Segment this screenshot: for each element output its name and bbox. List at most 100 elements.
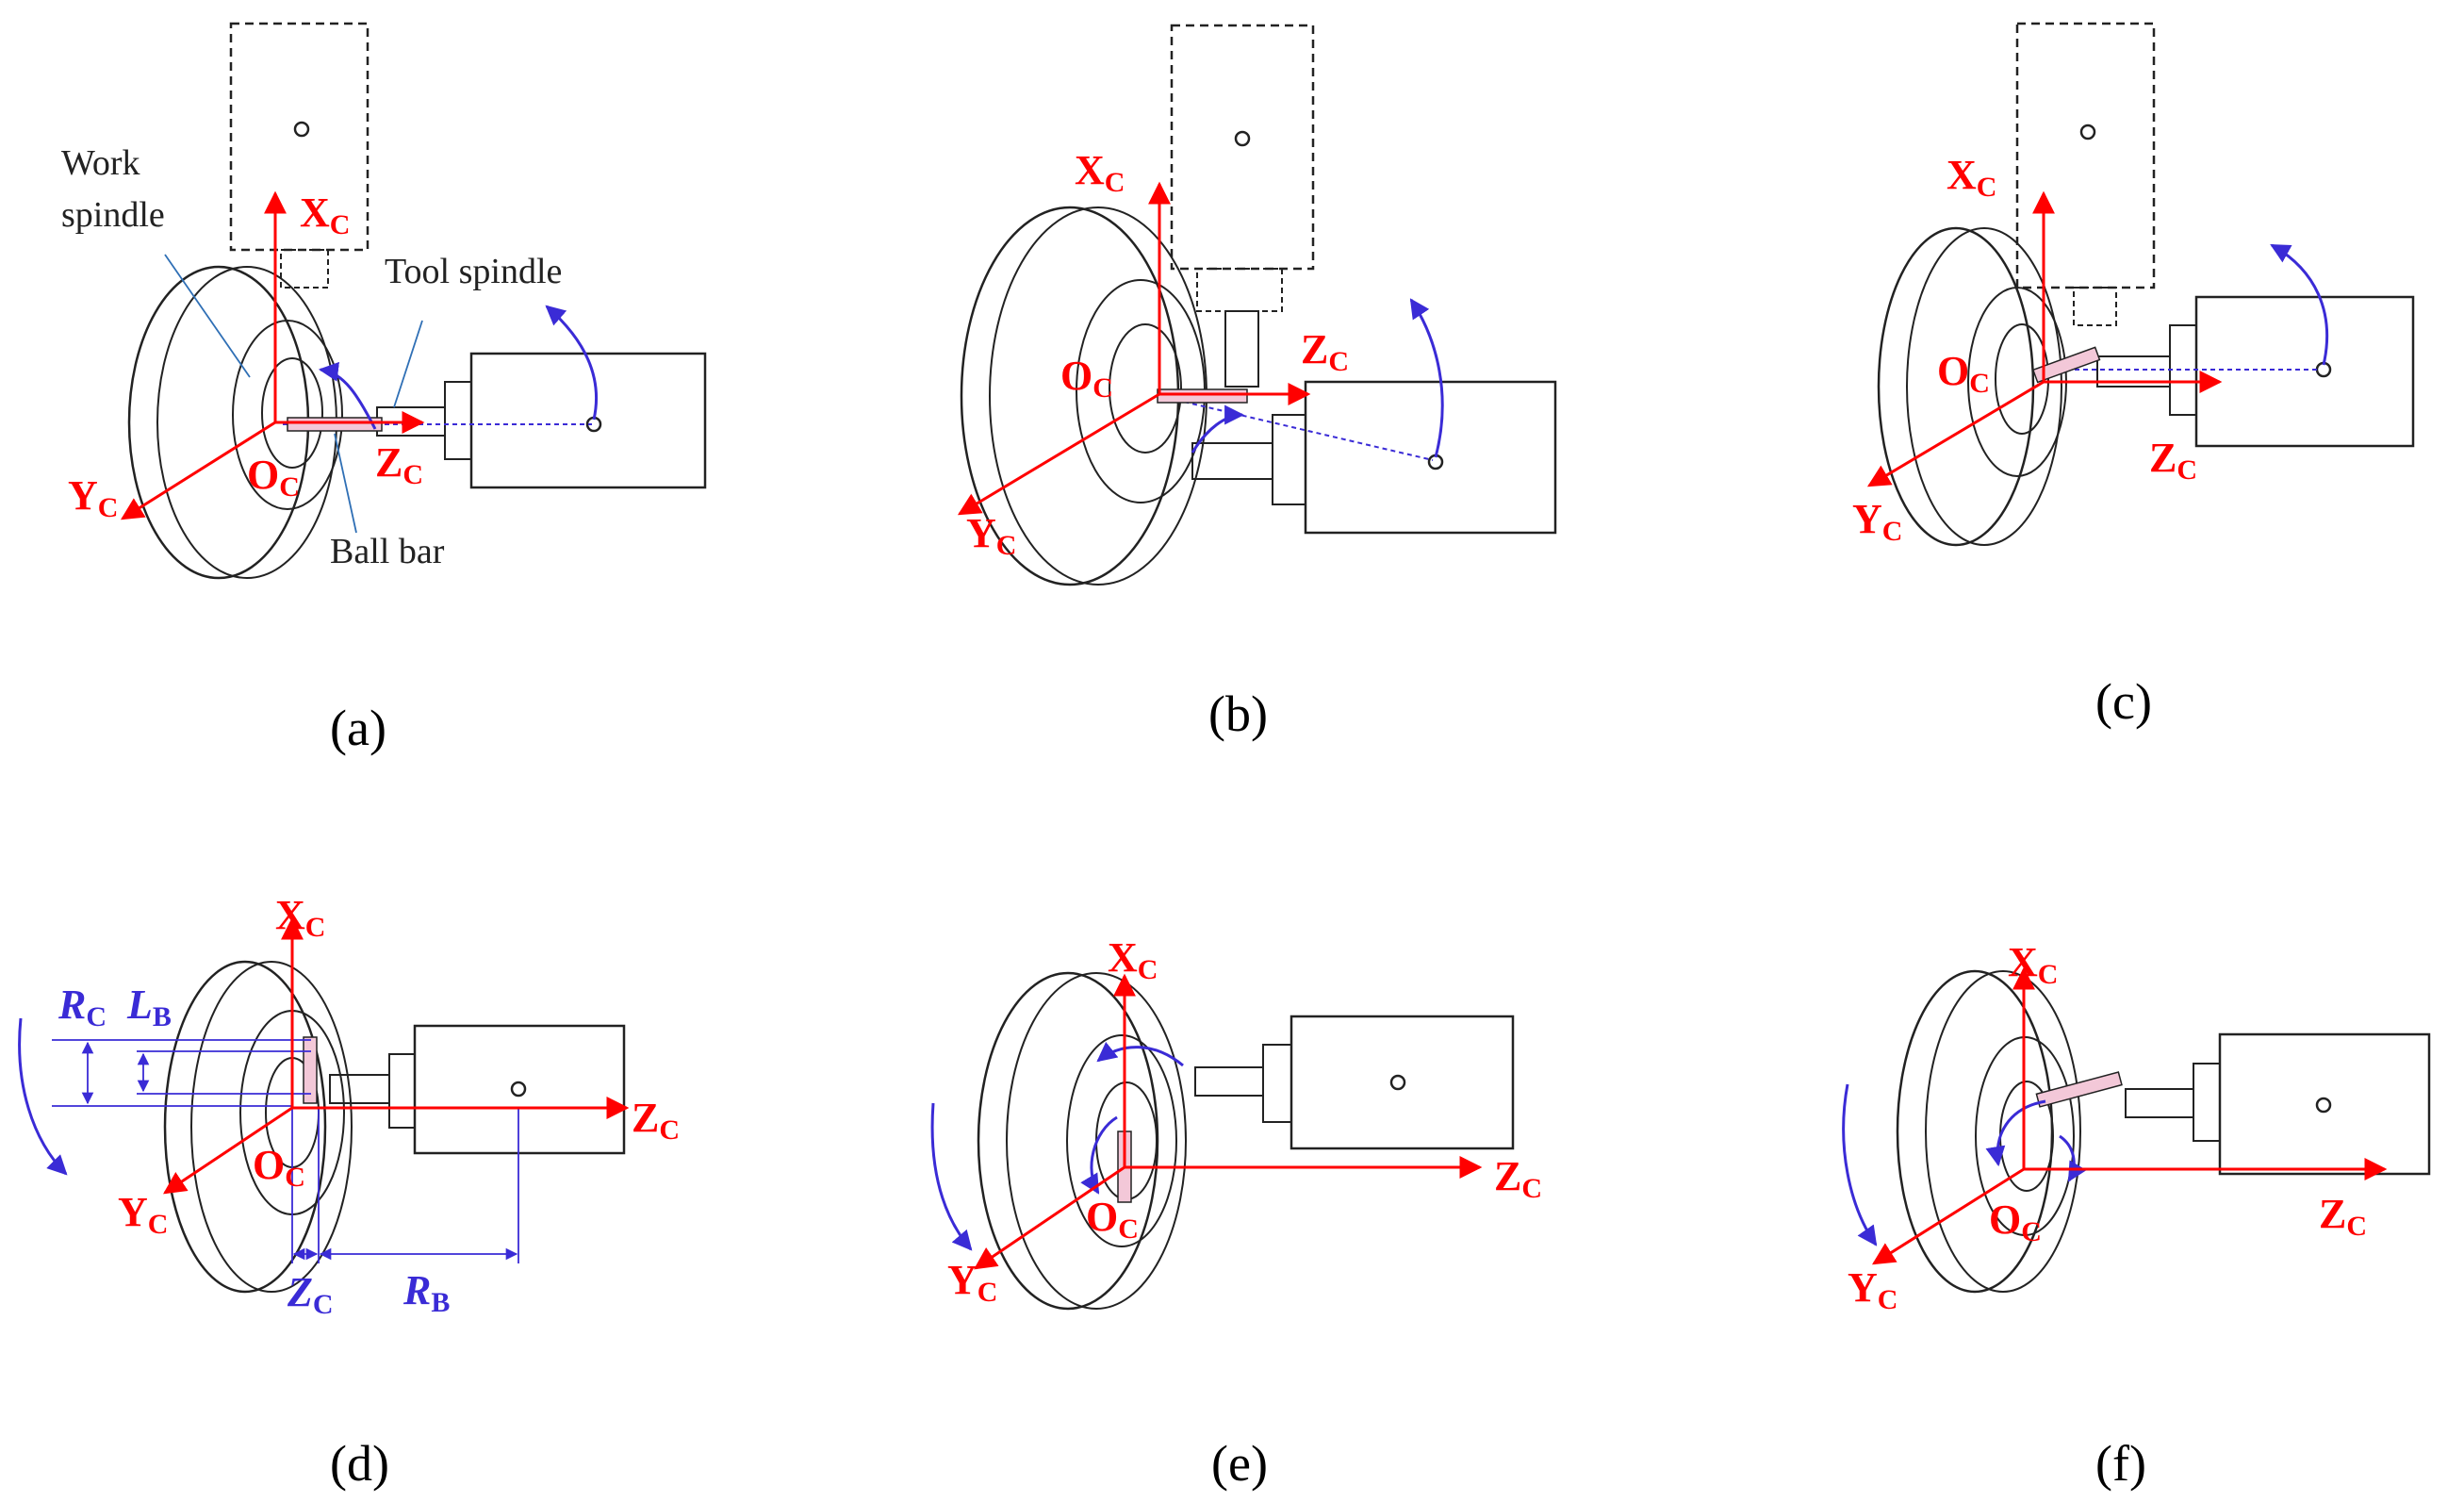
horizontal-spindle-nose <box>2193 1063 2221 1142</box>
spindle-axis-dashed <box>1158 395 1434 461</box>
ball-bar-label: Ball bar <box>330 532 445 571</box>
horizontal-spindle-center <box>2315 361 2332 378</box>
tool-holder <box>1194 1066 1264 1097</box>
y-axis <box>957 392 1160 516</box>
tool-spindle-label: Tool spindle <box>385 252 562 291</box>
panel-c: XC ZC YC OC (c) <box>1852 22 2415 730</box>
ball-bar <box>287 417 383 432</box>
y-axis-label: YC <box>68 472 118 523</box>
work-spindle-leader <box>164 254 251 378</box>
work-spindle-disc-rim <box>1006 972 1187 1310</box>
work-spindle-disc-outer <box>163 960 327 1294</box>
hub-rotation-arrow-bottom <box>1080 1115 1118 1195</box>
work-spindle-disc-rim <box>1906 227 2062 546</box>
horizontal-spindle-center <box>1389 1074 1406 1091</box>
y-axis <box>120 421 276 520</box>
panel-a: XC ZC YC OC Work spindle Tool spindle Ba… <box>61 22 707 756</box>
hub-rotation-arrow-right <box>2059 1134 2087 1182</box>
zc-label: ZC <box>287 1269 334 1320</box>
tool-rotation-arrow <box>1191 404 1245 454</box>
caption-b: (b) <box>1208 685 1268 742</box>
z-axis-label: ZC <box>1301 326 1349 377</box>
vertical-spindle-center <box>2079 124 2096 140</box>
origin-label: OC <box>247 452 300 503</box>
panel-f: XC ZC YC OC (f) <box>1842 939 2431 1492</box>
origin-label: OC <box>1989 1197 2042 1247</box>
ball-bar <box>303 1036 318 1104</box>
y-axis <box>163 1106 293 1195</box>
z-axis-label: ZC <box>2149 435 2197 486</box>
work-spindle-bore <box>1109 323 1182 454</box>
caption-a: (a) <box>330 700 386 756</box>
vertical-spindle-nose <box>1196 268 1283 312</box>
horizontal-spindle-housing <box>2194 295 2415 448</box>
horizontal-spindle-housing <box>1289 1015 1515 1150</box>
rotation-arrow <box>18 1017 68 1176</box>
rotation-arrow <box>930 1102 973 1251</box>
vertical-spindle-housing <box>1170 24 1315 271</box>
y-axis <box>1866 380 2045 487</box>
horizontal-spindle-nose <box>1262 1044 1292 1123</box>
panel-d: XC ZC YC OC RC LB ZC RB (d) <box>18 892 680 1492</box>
hub-rotation-arrow-left <box>1985 1099 2046 1167</box>
x-axis-label: XC <box>1947 152 1996 203</box>
x-axis-label: XC <box>2008 939 2058 990</box>
tool-holder <box>2096 355 2171 388</box>
ball-bar <box>2035 1071 2123 1108</box>
horizontal-spindle-center <box>2315 1097 2332 1114</box>
vertical-spindle-nose <box>2073 287 2117 326</box>
ball-bar-leader <box>334 433 357 534</box>
z-axis-label: ZC <box>632 1095 680 1146</box>
work-spindle-label-line2: spindle <box>61 195 165 235</box>
rc-label: RC <box>57 982 107 1032</box>
z-axis-label: ZC <box>375 439 423 490</box>
horizontal-spindle-center <box>1427 454 1444 470</box>
work-spindle-disc-rim <box>190 961 353 1293</box>
caption-c: (c) <box>2095 673 2152 730</box>
x-axis-label: XC <box>275 892 325 943</box>
hub-rotation-arrow-top <box>1096 1041 1184 1067</box>
work-spindle-label-line1: Work <box>61 143 140 183</box>
y-axis-label: YC <box>947 1257 997 1308</box>
work-spindle-disc-rim <box>1925 970 2081 1293</box>
work-spindle-hub <box>232 320 343 510</box>
origin-label: OC <box>1060 353 1113 404</box>
rb-label: RB <box>402 1267 450 1318</box>
horizontal-spindle-nose <box>388 1053 416 1129</box>
horizontal-spindle-nose <box>444 381 472 460</box>
y-axis-label: YC <box>966 510 1016 561</box>
x-axis-label: XC <box>1108 934 1158 985</box>
panel-b: XC ZC YC OC (b) <box>957 24 1557 742</box>
ball-bar <box>2031 346 2101 384</box>
rotation-arrow <box>1409 298 1444 458</box>
tool-holder <box>1191 442 1273 480</box>
caption-d: (d) <box>330 1435 389 1492</box>
tool-holder <box>329 1074 390 1104</box>
z-axis-label: ZC <box>1494 1153 1542 1204</box>
vertical-spindle-housing <box>229 22 370 252</box>
tool-rotation-arrow <box>318 361 377 430</box>
horizontal-spindle-housing <box>413 1024 626 1155</box>
y-axis-label: YC <box>1848 1264 1897 1315</box>
caption-e: (e) <box>1211 1435 1268 1492</box>
vertical-spindle-nose <box>280 249 329 289</box>
origin-label: OC <box>1086 1194 1139 1245</box>
x-axis-label: XC <box>1075 147 1125 198</box>
z-axis-label: ZC <box>2319 1191 2367 1242</box>
origin-label: OC <box>1937 348 1990 399</box>
work-spindle-bore <box>261 357 323 469</box>
vertical-spindle-housing <box>2015 22 2156 289</box>
rotation-arrow <box>2270 243 2328 366</box>
vertical-spindle-center <box>293 121 310 138</box>
caption-f: (f) <box>2095 1435 2146 1492</box>
x-axis-label: XC <box>300 190 350 240</box>
rotation-arrow <box>1842 1083 1878 1246</box>
rotation-arrow <box>545 305 599 421</box>
panel-e: XC ZC YC OC (e) <box>930 934 1542 1492</box>
y-axis <box>974 1165 1125 1270</box>
y-axis <box>1871 1167 2025 1265</box>
lb-label: LB <box>126 982 172 1032</box>
ball-bar <box>1157 388 1248 404</box>
horizontal-spindle-housing <box>2218 1032 2431 1176</box>
tool-spindle-leader <box>393 320 423 408</box>
